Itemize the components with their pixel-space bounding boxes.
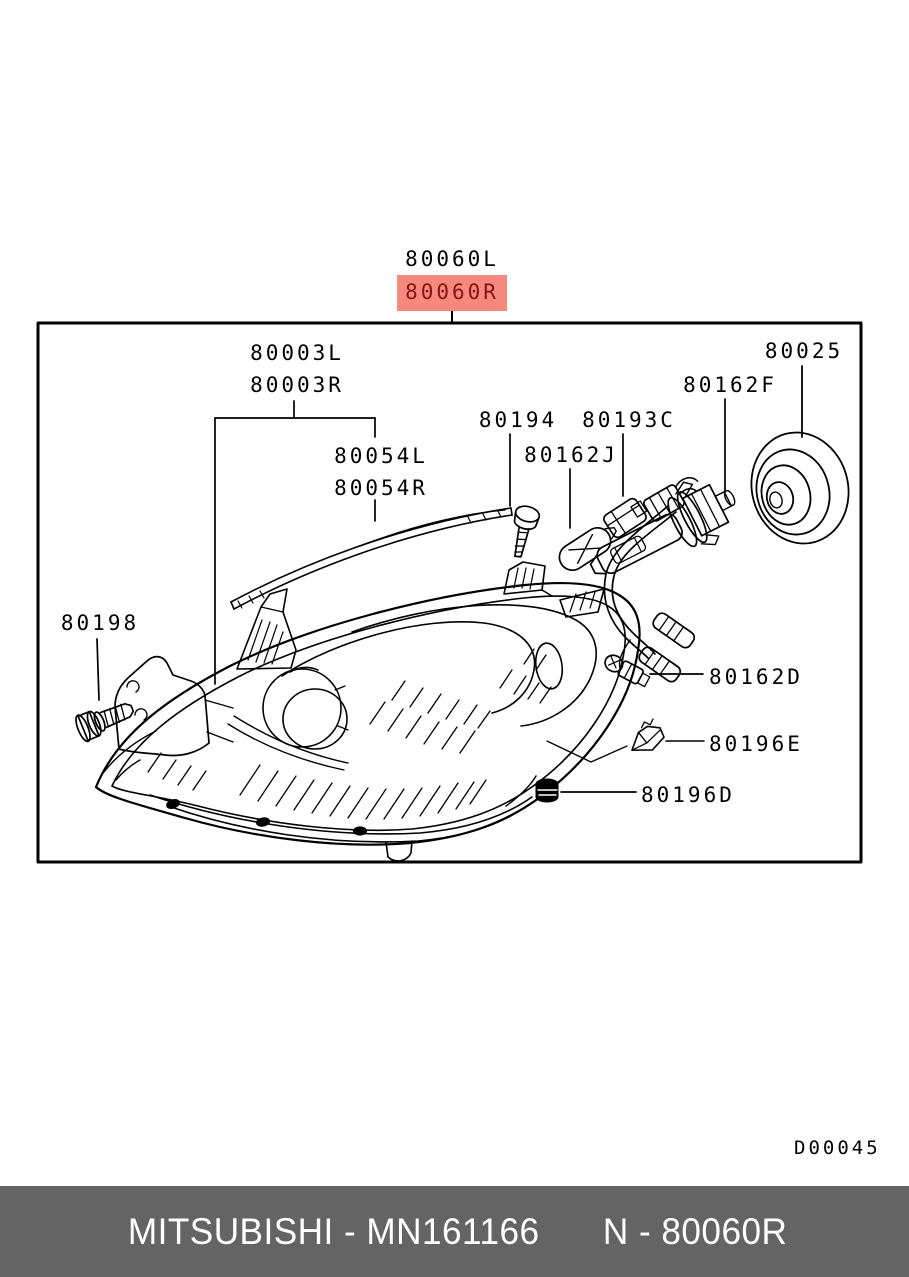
label-80054-line1: 80054L (334, 444, 428, 468)
leader-lines-80003 (214, 400, 376, 685)
cap-80025-drawing (750, 365, 850, 545)
title-part-right-highlight[interactable]: 80060R (397, 275, 507, 311)
title-part-right-wrap: 80060R (397, 275, 507, 311)
footer-banner: MITSUBISHI - MN161166 N - 80060R (0, 1186, 909, 1277)
label-80054: 80054L 80054R (334, 440, 428, 504)
clip-80196e-drawing (546, 718, 705, 763)
label-80054-line2: 80054R (334, 476, 428, 500)
trim-strip-80054-drawing (230, 507, 513, 610)
label-80194: 80194 (478, 408, 558, 432)
label-80198: 80198 (60, 611, 140, 635)
label-80025: 80025 (764, 339, 844, 363)
grommet-80196d-drawing (535, 778, 637, 803)
label-80162j: 80162J (524, 443, 618, 467)
label-80003-line2: 80003R (250, 373, 344, 397)
label-80196e: 80196E (709, 732, 803, 756)
drawing-code: D00045 (794, 1137, 881, 1159)
hatching (147, 648, 552, 820)
screw-80194-drawing (509, 433, 541, 558)
label-80003-line1: 80003L (250, 341, 344, 365)
bulb-80162d-drawing (604, 654, 704, 688)
label-80193c: 80193C (582, 408, 676, 432)
footer-ref: N - 80060R (602, 1210, 787, 1252)
footer-brand-part: MITSUBISHI - MN161166 (128, 1210, 540, 1252)
harness-drawing (603, 477, 699, 683)
socket-80193c-drawing (603, 433, 648, 539)
headlamp-housing-drawing (94, 582, 641, 862)
wedge-bulb-80162j-drawing (558, 468, 617, 572)
mount-bracket-80198-drawing (114, 655, 234, 757)
bracket-tabs-drawing (236, 561, 605, 670)
lens-details-drawing (227, 604, 598, 771)
bolt-80198-drawing (75, 638, 135, 743)
label-80162f: 80162F (683, 373, 777, 397)
h4-bulb-80162f-drawing (589, 398, 736, 575)
label-80196d: 80196D (641, 783, 735, 807)
title-part-left: 80060L (405, 247, 499, 271)
label-80003: 80003L 80003R (250, 337, 344, 401)
label-80162d: 80162D (709, 665, 803, 689)
